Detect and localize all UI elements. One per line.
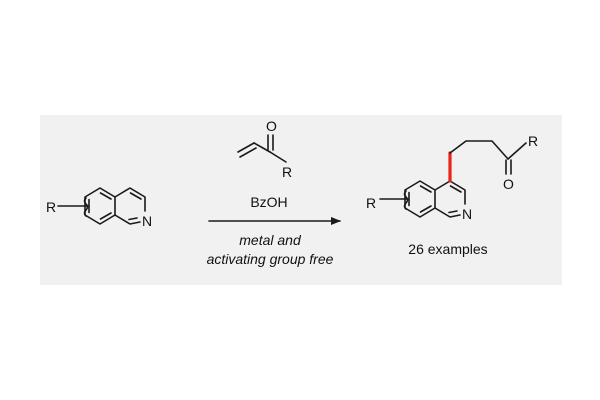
scheme-panel	[40, 115, 562, 285]
product-ring-substituent-wavy	[379, 190, 409, 210]
reactant-r-label: R	[46, 199, 56, 215]
product-isoquinoline: R N R O	[366, 133, 538, 222]
condition-line-2: activating group free	[207, 251, 334, 267]
product-r-label: R	[366, 195, 376, 211]
product-ketone-chain	[449, 140, 527, 175]
condition-line-1: metal and	[239, 232, 302, 248]
reactant-isoquinoline: R N	[46, 187, 152, 229]
reactant-nitrogen-label: N	[142, 213, 152, 229]
condition-acid: BzOH	[250, 194, 287, 210]
product-ketone-r-label: R	[528, 133, 538, 149]
reagent-r-label: R	[282, 164, 292, 180]
product-oxygen-label: O	[503, 176, 514, 192]
product-nitrogen-label: N	[462, 206, 472, 222]
reagent-vinyl-ketone: O R	[237, 118, 292, 180]
product-pyridine-ring	[434, 180, 466, 218]
isoquinoline-pyridine-ring	[114, 187, 146, 225]
scope-note: 26 examples	[408, 241, 487, 257]
ring-substituent-wavy	[57, 197, 89, 217]
reagent-oxygen-label: O	[266, 118, 277, 134]
